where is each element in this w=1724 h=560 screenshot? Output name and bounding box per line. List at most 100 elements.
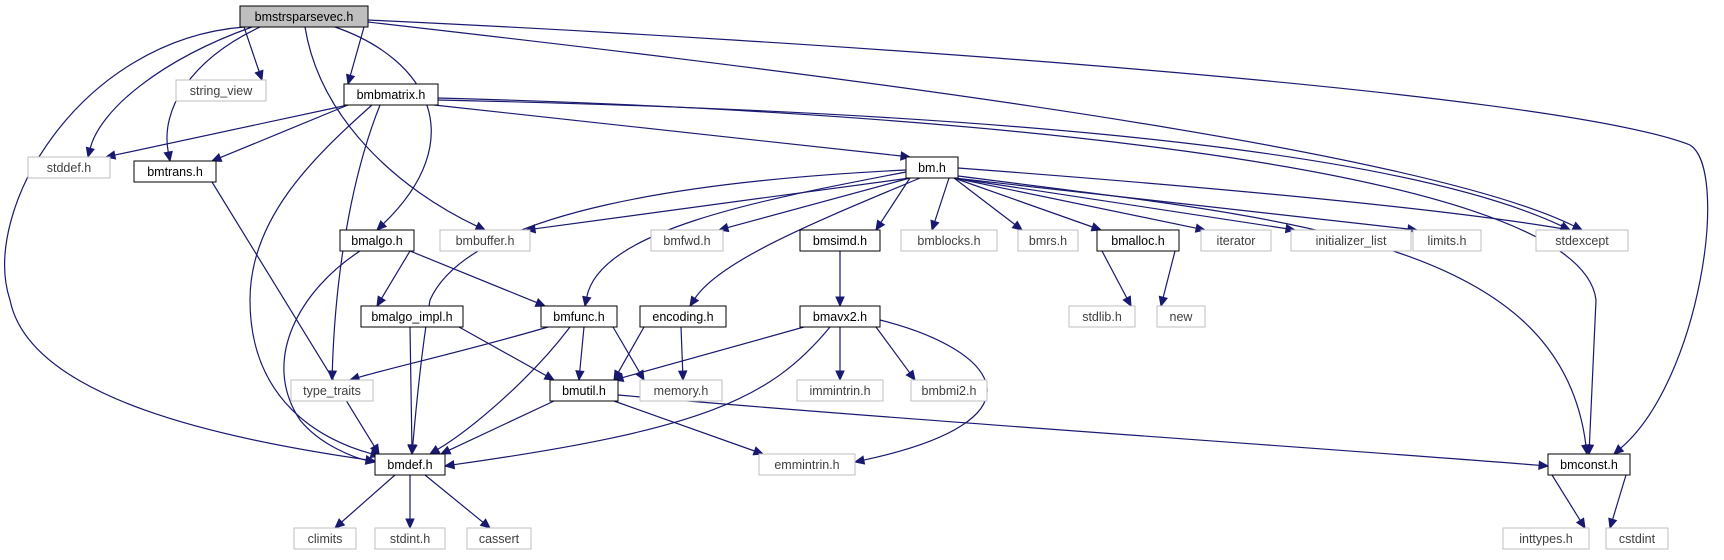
node-bmtrans[interactable]: bmtrans.h bbox=[133, 160, 217, 183]
node-bmsimd[interactable]: bmsimd.h bbox=[799, 229, 881, 252]
graph-nodes: bmstrsparsevec.h string_view bmbmatrix.h st… bbox=[27, 5, 1669, 550]
arrowhead bbox=[376, 219, 388, 231]
node-stddef: stddef.h bbox=[27, 156, 111, 179]
edge-bmalgo_impl-to-bmutil bbox=[458, 326, 556, 381]
node-iterator: iterator bbox=[1200, 229, 1272, 252]
node-box bbox=[1290, 229, 1412, 252]
edge-bmavx2-to-immintrin bbox=[835, 327, 845, 382]
arrowhead bbox=[905, 369, 916, 381]
node-label: encoding.h bbox=[652, 310, 713, 324]
node-stdlib: stdlib.h bbox=[1068, 305, 1136, 328]
node-label: climits bbox=[308, 532, 343, 546]
edge-bm-to-bmblocks bbox=[930, 177, 950, 232]
node-box bbox=[639, 379, 723, 402]
edge-bm-to-encoding bbox=[689, 177, 921, 308]
node-cstdint: cstdint bbox=[1605, 527, 1669, 550]
node-limits: limits.h bbox=[1412, 229, 1482, 252]
edge-bmavx2-to-bmbmi2 bbox=[875, 326, 916, 381]
node-stdint: stdint.h bbox=[374, 527, 446, 550]
node-encoding[interactable]: encoding.h bbox=[639, 305, 727, 328]
node-label: bmavx2.h bbox=[813, 310, 867, 324]
node-bmconst[interactable]: bmconst.h bbox=[1547, 453, 1631, 476]
arrowhead bbox=[1158, 295, 1168, 308]
node-box bbox=[799, 229, 881, 252]
node-bmavx2[interactable]: bmavx2.h bbox=[799, 305, 881, 328]
node-label: bmalloc.h bbox=[1111, 234, 1165, 248]
node-bmalloc[interactable]: bmalloc.h bbox=[1096, 229, 1180, 252]
edge-bmutil-to-bmdef bbox=[439, 400, 555, 455]
edge-bm-to-bmconst bbox=[957, 175, 1591, 456]
node-initializer-list: initializer_list bbox=[1290, 229, 1412, 252]
node-inttypes: inttypes.h bbox=[1502, 527, 1590, 550]
node-box bbox=[360, 305, 464, 328]
node-label: bmconst.h bbox=[1560, 458, 1618, 472]
node-box bbox=[1017, 229, 1079, 252]
node-box bbox=[549, 379, 619, 402]
node-box bbox=[910, 379, 988, 402]
arrowhead bbox=[479, 518, 491, 529]
edge-bmalgo-to-bmalgo_impl bbox=[376, 250, 411, 308]
node-label: bmstrsparsevec.h bbox=[255, 10, 354, 24]
arrowhead bbox=[1581, 444, 1591, 456]
node-box bbox=[374, 527, 446, 550]
edge-bmstrsparsevec-to-stddef bbox=[85, 26, 253, 159]
node-label: initializer_list bbox=[1316, 234, 1387, 248]
node-box bbox=[1605, 527, 1669, 550]
node-label: bmfunc.h bbox=[553, 310, 604, 324]
edge-bmalgo-to-bmdef bbox=[283, 250, 377, 465]
node-box bbox=[1156, 305, 1206, 328]
node-label: bmbmatrix.h bbox=[357, 88, 426, 102]
node-label: bmrs.h bbox=[1029, 234, 1067, 248]
edge-bmstrsparsevec-to-bmconst bbox=[367, 19, 1709, 455]
node-label: memory.h bbox=[654, 384, 709, 398]
edge-bm-to-stdexcept bbox=[957, 167, 1572, 234]
arrowhead bbox=[543, 371, 556, 381]
node-memory: memory.h bbox=[639, 379, 723, 402]
node-box bbox=[1096, 229, 1180, 252]
node-label: bm.h bbox=[918, 161, 946, 175]
edge-bmfunc-to-bmutil bbox=[575, 326, 585, 382]
node-box bbox=[27, 156, 111, 179]
node-box bbox=[1412, 229, 1482, 252]
edge-bm-to-bmsimd bbox=[875, 177, 911, 232]
node-bmstrsparsevec[interactable]: bmstrsparsevec.h bbox=[239, 5, 369, 28]
arrowhead bbox=[428, 444, 441, 455]
edge-bmutil-to-bmconst bbox=[617, 394, 1550, 471]
edge-bm-to-iterator bbox=[953, 177, 1207, 233]
edge-bmstrsparsevec-to-stdexcept bbox=[367, 21, 1584, 231]
arrowhead bbox=[582, 295, 592, 308]
node-bmalgo[interactable]: bmalgo.h bbox=[339, 229, 415, 252]
node-box bbox=[1502, 527, 1590, 550]
arrowhead bbox=[334, 518, 346, 529]
node-bmutil[interactable]: bmutil.h bbox=[549, 379, 619, 402]
node-label: string_view bbox=[190, 84, 253, 98]
node-label: bmfwd.h bbox=[663, 234, 710, 248]
node-label: bmbuffer.h bbox=[456, 234, 515, 248]
arrowhead bbox=[369, 443, 380, 456]
node-bmalgo-impl[interactable]: bmalgo_impl.h bbox=[360, 305, 464, 328]
node-bmrs: bmrs.h bbox=[1017, 229, 1079, 252]
edge-bmavx2-to-bmdef bbox=[443, 326, 831, 470]
edge-bmutil-to-emmintrin bbox=[613, 400, 765, 456]
node-cassert: cassert bbox=[466, 527, 532, 550]
arrowhead bbox=[1122, 295, 1132, 308]
arrowhead bbox=[1538, 460, 1550, 471]
node-box bbox=[1535, 229, 1629, 252]
node-label: stdexcept bbox=[1555, 234, 1609, 248]
edge-bmalgo_impl-to-bmdef bbox=[407, 326, 417, 456]
node-bm[interactable]: bm.h bbox=[905, 156, 959, 179]
node-type-traits: type_traits bbox=[290, 379, 374, 402]
node-bmdef[interactable]: bmdef.h bbox=[374, 453, 446, 476]
node-box bbox=[650, 229, 724, 252]
arrowhead bbox=[900, 151, 912, 161]
node-bmfunc[interactable]: bmfunc.h bbox=[540, 305, 618, 328]
arrowhead bbox=[689, 295, 700, 308]
edge-bm-to-bmalloc bbox=[953, 177, 1103, 232]
arrowhead bbox=[210, 152, 223, 162]
node-bmbuffer: bmbuffer.h bbox=[439, 229, 531, 252]
arrowhead bbox=[407, 444, 417, 456]
arrowhead bbox=[1571, 221, 1584, 231]
node-bmbmatrix[interactable]: bmbmatrix.h bbox=[343, 83, 439, 106]
node-box bbox=[466, 527, 532, 550]
edge-encoding-to-memory bbox=[677, 326, 688, 382]
